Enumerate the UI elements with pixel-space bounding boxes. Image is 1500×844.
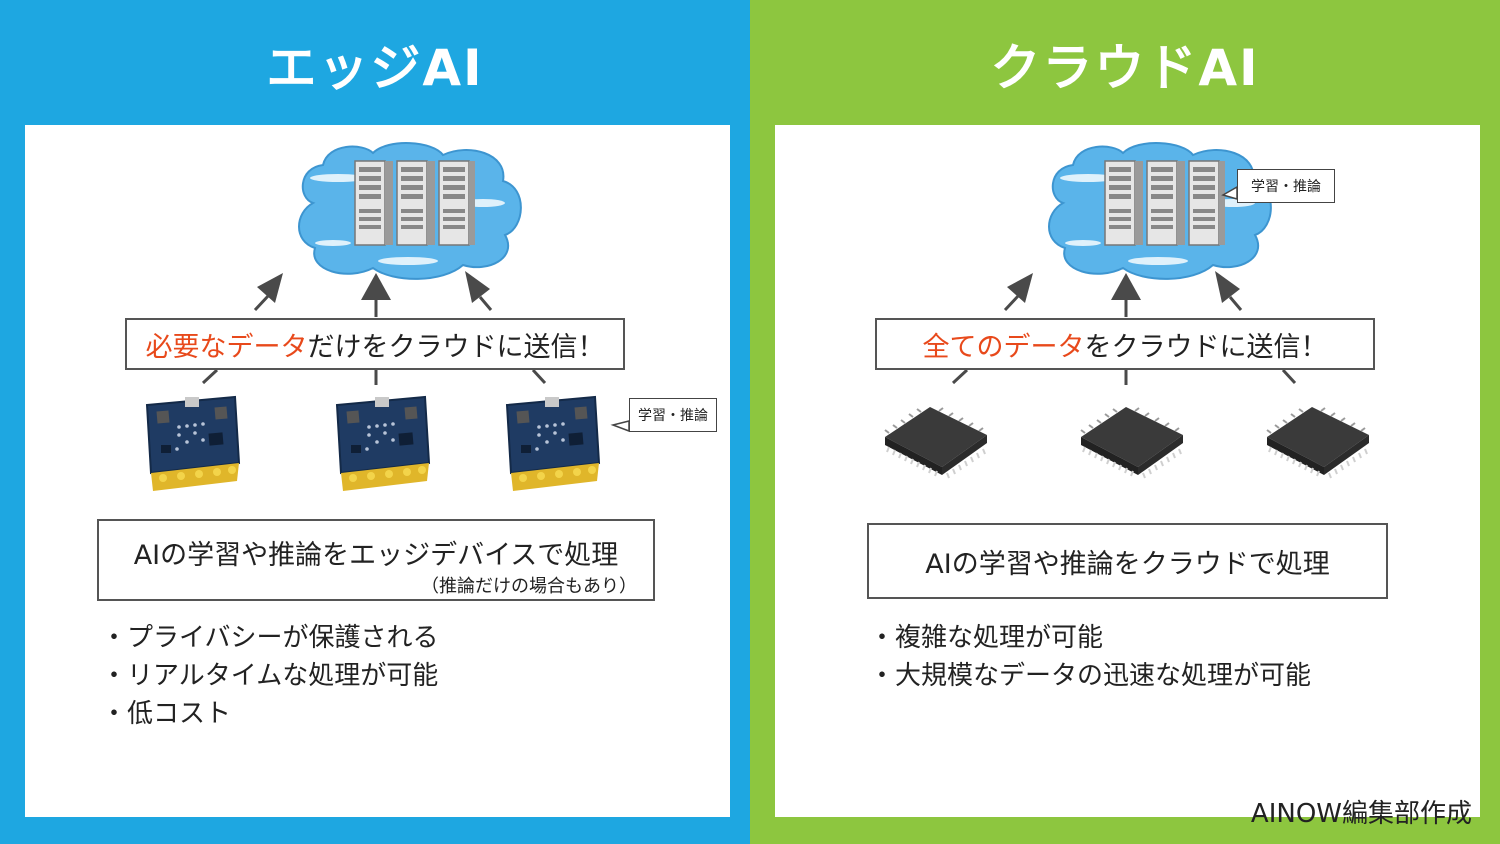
edge-ai-panel: 必要なデータだけをクラウドに送信！ 学習・推論 AIの学習や推論をエッジデバイス… — [25, 125, 730, 817]
edge-summary-main: AIの学習や推論をエッジデバイスで処理 — [133, 540, 619, 571]
connector-left — [201, 368, 219, 385]
edge-ai-section: エッジAI 必要なデ — [0, 0, 750, 844]
cloud-bullet-list: ・複雑な処理が可能 ・大規模なデータの迅速な処理が可能 — [869, 619, 1311, 695]
arrow-up-center — [361, 273, 391, 317]
connector-left — [951, 368, 969, 385]
credit-text: AINOW編集部作成 — [1250, 799, 1472, 829]
cloud-banner-text: をクラウドに送信！ — [1084, 331, 1328, 363]
edge-speech-bubble: 学習・推論 — [629, 398, 717, 432]
server-cloud-icon — [1048, 142, 1272, 280]
cloud-diagram — [884, 142, 1370, 479]
arrow-up-left — [1003, 273, 1033, 312]
cloud-banner-highlight: 全てのデータ — [922, 331, 1085, 363]
list-item: ・低コスト — [101, 699, 232, 729]
chip-icon-1 — [884, 406, 988, 479]
cloud-ai-title: クラウドAI — [990, 39, 1260, 97]
cloud-banner: 全てのデータをクラウドに送信！ — [875, 318, 1375, 370]
server-cloud-icon — [298, 142, 522, 280]
cloud-ai-section: クラウドAI 全てのデータをクラウドに送信！ — [750, 0, 1500, 844]
list-item: ・リアルタイムな処理が可能 — [101, 661, 439, 691]
list-item: ・大規模なデータの迅速な処理が可能 — [869, 661, 1312, 691]
connector-right — [531, 368, 547, 385]
cloud-speech-bubble: 学習・推論 — [1237, 169, 1335, 203]
edge-bullet-list: ・プライバシーが保護される ・リアルタイムな処理が可能 ・低コスト — [101, 619, 438, 733]
arrow-up-right — [1215, 271, 1243, 311]
edge-banner-highlight: 必要なデータ — [145, 331, 308, 363]
microbit-icon-2 — [336, 396, 430, 492]
arrow-up-left — [253, 273, 283, 312]
edge-summary-box: AIの学習や推論をエッジデバイスで処理 （推論だけの場合もあり） — [97, 519, 655, 601]
list-item: ・複雑な処理が可能 — [869, 623, 1104, 653]
microbit-icon-1 — [146, 396, 240, 492]
edge-diagram — [146, 142, 630, 492]
arrow-up-center — [1111, 273, 1141, 317]
cloud-summary-box: AIの学習や推論をクラウドで処理 — [867, 523, 1388, 599]
edge-ai-title: エッジAI — [266, 39, 484, 97]
bubble-tail — [610, 420, 630, 433]
list-item: ・プライバシーが保護される — [101, 623, 439, 653]
connector-right — [1281, 368, 1297, 385]
chip-icon-2 — [1080, 406, 1184, 479]
microbit-icon-3 — [506, 396, 600, 492]
chip-icon-3 — [1266, 406, 1370, 479]
arrow-up-right — [465, 271, 493, 311]
cloud-ai-panel: 全てのデータをクラウドに送信！ 学習・推論 AIの学習や推論をクラウドで処理 ・… — [775, 125, 1480, 817]
edge-banner-text: だけをクラウドに送信！ — [307, 331, 605, 363]
cloud-summary-main: AIの学習や推論をクラウドで処理 — [925, 548, 1330, 580]
edge-summary-sub: （推論だけの場合もあり） — [421, 576, 637, 597]
edge-banner: 必要なデータだけをクラウドに送信！ — [125, 318, 625, 370]
